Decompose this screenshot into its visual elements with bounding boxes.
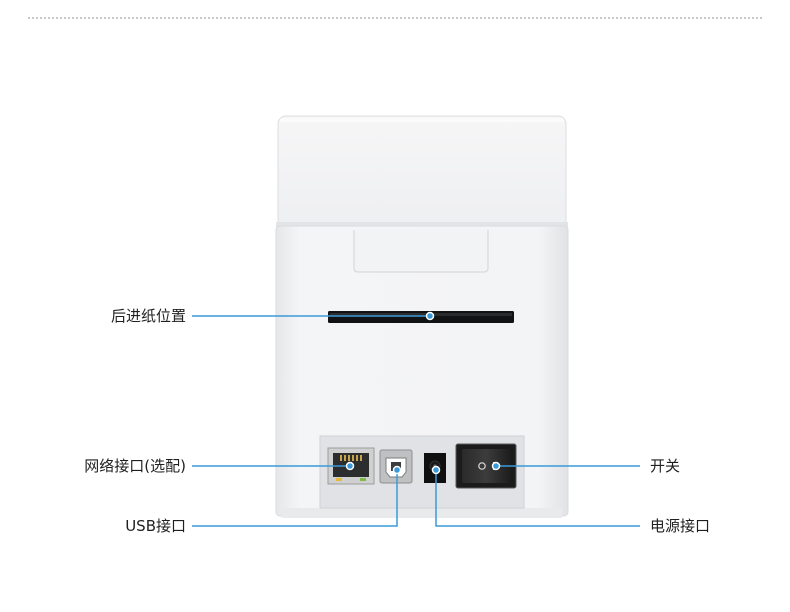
usb-port-label: USB接口 <box>125 517 186 535</box>
port-panel <box>319 435 525 509</box>
power-switch-label: 开关 <box>650 457 681 475</box>
paper-slot <box>328 311 514 323</box>
rocker-switch <box>455 443 517 489</box>
printer-lid <box>277 115 567 229</box>
power-port-label: 电源接口 <box>650 517 711 535</box>
paper-exit-label: 后进纸位置 <box>110 307 186 325</box>
callout-lines <box>192 311 640 527</box>
network-port-label: 网络接口(选配) <box>84 457 186 475</box>
dotted-divider <box>28 17 762 19</box>
